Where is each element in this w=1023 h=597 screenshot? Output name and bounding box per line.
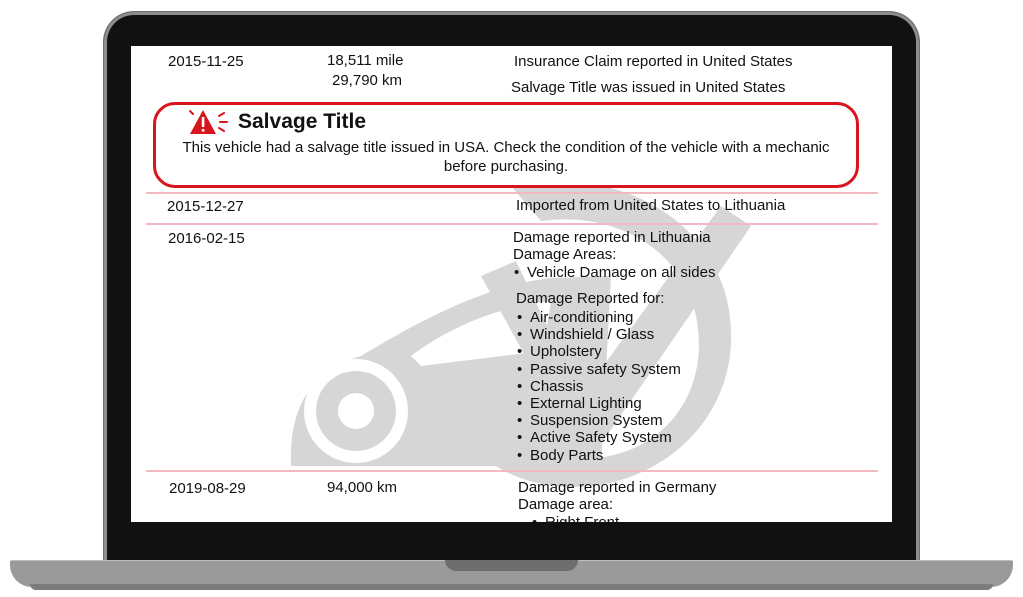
damage-areas-list: Vehicle Damage on all sides (512, 264, 715, 281)
list-item: Vehicle Damage on all sides (512, 264, 715, 281)
damage-reported-label: Damage Reported for: (516, 290, 665, 307)
row-separator (146, 192, 878, 194)
alert-message: This vehicle had a salvage title issued … (182, 139, 830, 175)
laptop-screen: 2015-11-25 18,511 mile 29,790 km Insuran… (131, 46, 892, 522)
list-item: Windshield / Glass (515, 326, 681, 343)
warning-triangle-icon (189, 110, 228, 134)
alert-title: Salvage Title (238, 110, 367, 133)
salvage-alert (153, 102, 859, 188)
row-event: Damage reported in Lithuania (513, 229, 711, 246)
list-item: Upholstery (515, 343, 681, 360)
row-event: Insurance Claim reported in United State… (514, 53, 793, 70)
row-mileage-miles: 18,511 mile (327, 52, 404, 69)
damage-areas-list: Right Front (530, 514, 619, 522)
damage-areas-label: Damage area: (518, 496, 614, 513)
row-separator (146, 223, 878, 225)
list-item: Body Parts (515, 447, 681, 464)
row-mileage-km: 94,000 km (327, 479, 398, 496)
damage-areas-label: Damage Areas: (513, 246, 617, 263)
row-event: Imported from United States to Lithuania (516, 197, 786, 214)
list-item: Active Safety System (515, 429, 681, 446)
row-separator (146, 470, 878, 472)
list-item: Passive safety System (515, 361, 681, 378)
damage-reported-list: Air-conditioning Windshield / Glass Upho… (515, 309, 681, 464)
row-event: Salvage Title was issued in United State… (511, 79, 786, 96)
laptop-notch (445, 560, 578, 571)
row-date: 2016-02-15 (168, 230, 245, 247)
row-date: 2019-08-29 (169, 480, 246, 497)
row-mileage-km: 29,790 km (332, 72, 403, 89)
list-item: Chassis (515, 378, 681, 395)
row-event: Damage reported in Germany (518, 479, 717, 496)
list-item: Air-conditioning (515, 309, 681, 326)
laptop-base-shadow (30, 584, 993, 590)
list-item: Right Front (530, 514, 619, 522)
list-item: External Lighting (515, 395, 681, 412)
list-item: Suspension System (515, 412, 681, 429)
row-date: 2015-12-27 (167, 198, 244, 215)
row-date: 2015-11-25 (168, 53, 244, 70)
